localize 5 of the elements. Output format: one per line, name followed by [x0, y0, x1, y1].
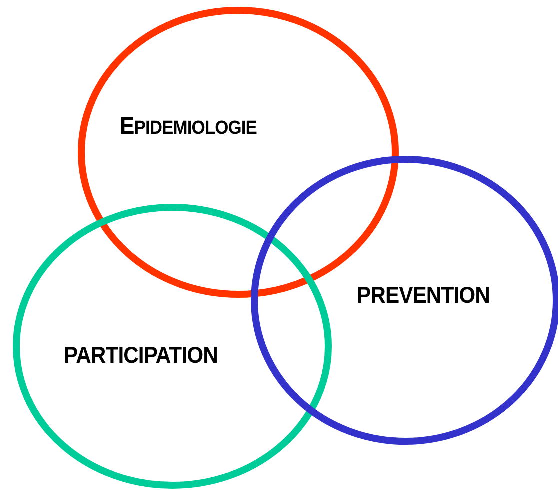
ellipse-outline [250, 156, 558, 444]
ellipse-label: PREVENTION [357, 282, 490, 309]
ellipse-label: PARTICIPATION [64, 342, 218, 369]
ellipse-outline [12, 204, 332, 488]
ellipse-label: EPIDEMIOLOGIE [120, 113, 257, 141]
